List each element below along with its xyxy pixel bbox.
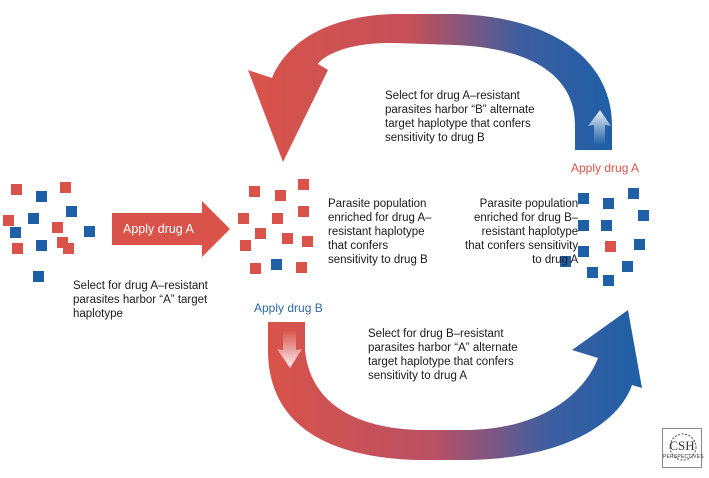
parasite-red-square [52, 222, 63, 233]
apply-drug-a-right-label: Apply drug A [571, 161, 640, 175]
apply-drug-a-arrow [112, 201, 230, 257]
parasite-blue-square [603, 275, 614, 286]
small-up-arrow [588, 110, 611, 145]
parasite-red-square [11, 184, 22, 195]
small-down-arrow [277, 330, 302, 368]
select-a-alternate-text: Select for drug B–resistant parasites ha… [368, 328, 518, 382]
bottom-cycle-arrow [268, 310, 642, 460]
parasite-red-square [605, 241, 616, 252]
parasite-blue-square [84, 226, 95, 237]
population-after-drug-b [560, 188, 649, 286]
parasite-blue-square [36, 240, 47, 251]
parasite-red-square [298, 179, 309, 190]
parasite-blue-square [628, 188, 639, 199]
logo-main-text: CSH [669, 438, 695, 453]
population-a-enriched-text: Parasite population enriched for drug A–… [328, 198, 432, 266]
initial-population [3, 182, 95, 282]
parasite-red-square [3, 215, 14, 226]
select-a-target-text: Select for drug A–resistant parasites ha… [73, 280, 208, 320]
select-b-alternate-text: Select for drug A–resistant parasites ha… [385, 90, 535, 144]
parasite-blue-square [10, 227, 21, 238]
parasite-blue-square [622, 261, 633, 272]
parasite-blue-square [271, 259, 282, 270]
parasite-blue-square [601, 220, 612, 231]
csh-perspectives-logo-icon: CSH PERSPECTIVES [662, 428, 704, 468]
top-cycle-arrow [248, 14, 612, 162]
parasite-red-square [63, 243, 74, 254]
parasite-red-square [57, 237, 68, 248]
parasite-blue-square [634, 239, 645, 250]
parasite-blue-square [36, 191, 47, 202]
apply-drug-b-label: Apply drug B [254, 301, 323, 315]
parasite-red-square [60, 182, 71, 193]
logo-ring-icon [669, 433, 697, 461]
parasite-blue-square [578, 246, 589, 257]
parasite-red-square [282, 233, 293, 244]
parasite-blue-square [578, 220, 589, 231]
parasite-red-square [249, 186, 260, 197]
parasite-blue-square [560, 256, 571, 267]
parasite-red-square [302, 236, 313, 247]
parasite-red-square [12, 243, 23, 254]
parasite-blue-square [28, 213, 39, 224]
parasite-red-square [298, 206, 309, 217]
parasite-red-square [238, 213, 249, 224]
parasite-red-square [275, 190, 286, 201]
parasite-blue-square [66, 206, 77, 217]
population-b-enriched-text: Parasite population enriched for drug B–… [465, 198, 579, 266]
apply-drug-a-left-label: Apply drug A [123, 222, 194, 236]
parasite-red-square [240, 240, 251, 251]
logo-sub-text: PERSPECTIVES [663, 454, 704, 460]
population-after-drug-a [238, 179, 313, 274]
parasite-blue-square [33, 271, 44, 282]
parasite-red-square [272, 213, 283, 224]
parasite-red-square [250, 263, 261, 274]
parasite-blue-square [578, 193, 589, 204]
parasite-blue-square [638, 210, 649, 221]
parasite-blue-square [587, 267, 598, 278]
parasite-blue-square [603, 198, 614, 209]
parasite-red-square [296, 262, 307, 273]
parasite-red-square [255, 228, 266, 239]
